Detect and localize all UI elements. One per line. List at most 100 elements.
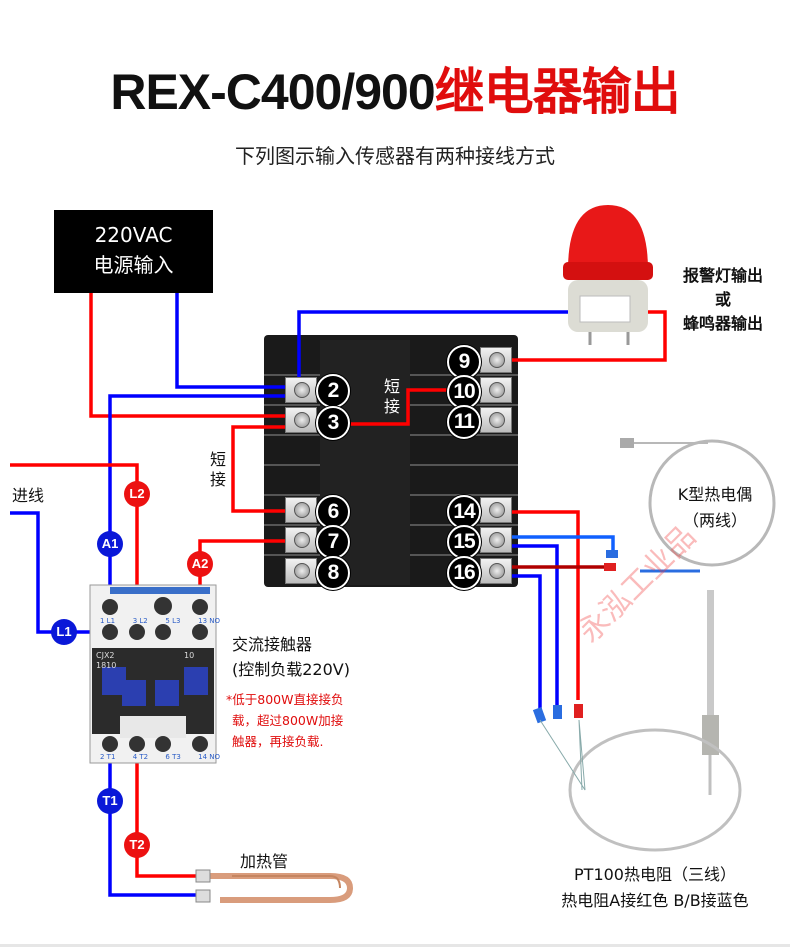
badge-l2: L2 <box>124 481 150 507</box>
wire-power-neutral <box>175 293 298 389</box>
alarm-label: 报警灯输出 或 蜂鸣器输出 <box>668 264 778 336</box>
badge-a1: A1 <box>97 531 123 557</box>
wire-a2 <box>198 539 298 605</box>
pt100-label-line2: 热电阻A接红色 B/B接蓝色 <box>561 891 749 910</box>
terminal-7: 7 <box>316 525 350 559</box>
heater-label: 加热管 <box>240 852 289 871</box>
short-left-char-1: 短 <box>210 450 227 469</box>
power-voltage: 220VAC <box>94 223 173 247</box>
contactor-note: *低于800W直接接负 载，超过800W加接 触器，再接负载. <box>226 689 343 752</box>
terminal-3: 3 <box>316 406 350 440</box>
terminal-11: 11 <box>447 405 481 439</box>
contactor-model-line2: 1810 <box>96 661 117 670</box>
short-left-char-2: 接 <box>210 470 227 489</box>
screw-8 <box>285 558 317 584</box>
screw-9 <box>480 347 512 373</box>
wire-15b <box>498 544 559 705</box>
wire-alarm-blue <box>297 310 568 390</box>
screw-15 <box>480 527 512 553</box>
contactor-label-5: 5 L3 <box>165 617 181 625</box>
terminal-10: 10 <box>447 375 481 409</box>
contactor-note-line3: 触器，再接负载. <box>232 734 324 749</box>
screw-14 <box>480 497 512 523</box>
short-label-left: 短 接 <box>210 450 226 490</box>
page-title: REX-C400/900继电器输出 <box>0 52 790 124</box>
contactor-aux: 10 <box>184 651 195 660</box>
thermocouple-label: K型热电偶 （两线） <box>660 482 770 534</box>
wire-power-live <box>89 293 298 418</box>
terminal-6: 6 <box>316 495 350 529</box>
subtitle: 下列图示输入传感器有两种接线方式 <box>235 144 555 168</box>
wire-14 <box>498 510 580 700</box>
tc-lug-red <box>604 563 616 571</box>
contactor-icon <box>89 584 217 764</box>
screw-7 <box>285 527 317 553</box>
pt100-lug-b1 <box>532 707 547 724</box>
short-top-char-1: 短 <box>384 377 401 396</box>
contactor-label-4: 4 T2 <box>132 753 149 761</box>
title-model: REX-C400/900 <box>110 64 435 120</box>
terminal-14: 14 <box>447 495 481 529</box>
contactor-title-block: 交流接触器 (控制负载220V) <box>232 632 350 682</box>
screw-3 <box>285 407 317 433</box>
contactor-top-labels: 1 L1 3 L2 5 L3 13 NO <box>100 617 220 625</box>
contactor-label-13: 13 NO <box>198 617 220 625</box>
incoming-label: 进线 <box>12 486 45 505</box>
contactor-note-line2: 载，超过800W加接 <box>232 713 344 728</box>
contactor-note-line1: *低于800W直接接负 <box>226 692 344 707</box>
terminal-15: 15 <box>447 525 481 559</box>
screw-16 <box>480 558 512 584</box>
thermocouple-icon <box>620 438 776 573</box>
thermocouple-label-line1: K型热电偶 <box>677 485 753 504</box>
contactor-title: 交流接触器 <box>232 635 313 654</box>
short-label-top: 短 接 <box>384 377 400 417</box>
contactor-label-14: 14 NO <box>198 753 220 761</box>
contactor-model-line1: CJX2 <box>96 651 115 660</box>
screw-6 <box>285 497 317 523</box>
short-top-char-2: 接 <box>384 397 401 416</box>
terminal-9: 9 <box>447 345 481 379</box>
heater-icon <box>210 873 354 903</box>
terminal-16: 16 <box>447 556 481 590</box>
power-input-box: 220VAC 电源输入 <box>54 210 213 293</box>
pt100-probe-icon <box>539 590 742 852</box>
contactor-label-1: 1 L1 <box>100 617 116 625</box>
wire-t2 <box>135 745 200 878</box>
pt100-label: PT100热电阻（三线） 热电阻A接红色 B/B接蓝色 <box>520 862 790 914</box>
screw-11 <box>480 407 512 433</box>
pt100-lug-a <box>574 704 583 718</box>
contactor-bottom-labels: 2 T1 4 T2 6 T3 14 NO <box>100 753 220 761</box>
alarm-label-line2: 或 <box>714 290 731 309</box>
bottom-divider <box>0 944 790 947</box>
pt100-lug-b2 <box>553 705 562 719</box>
heater-terminal-1 <box>195 869 211 883</box>
badge-l1: L1 <box>51 619 77 645</box>
wire-alarm-red <box>498 310 667 362</box>
badge-a2: A2 <box>187 551 213 577</box>
alarm-label-line1: 报警灯输出 <box>682 266 763 285</box>
wire-short-3-6 <box>231 425 298 513</box>
contactor-label-2: 2 T1 <box>100 753 116 761</box>
alarm-lamp-icon <box>563 205 653 345</box>
contactor-subtitle: (控制负载220V) <box>232 660 350 679</box>
wire-15a <box>498 535 615 553</box>
wire-incoming-l2 <box>10 463 139 620</box>
contactor-label-3: 3 L2 <box>132 617 148 625</box>
title-suffix: 继电器输出 <box>434 64 681 120</box>
screw-10 <box>480 377 512 403</box>
wire-t1 <box>108 745 200 897</box>
screw-2 <box>285 377 317 403</box>
contactor-model: CJX2 1810 <box>96 651 116 671</box>
heater-terminal-2 <box>195 889 211 903</box>
thermocouple-label-line2: （两线） <box>682 511 747 530</box>
contactor-label-6: 6 T3 <box>165 753 181 761</box>
tc-lug-blue <box>606 550 618 558</box>
wire-16b <box>498 574 542 710</box>
pt100-label-line1: PT100热电阻（三线） <box>574 865 736 884</box>
alarm-label-line3: 蜂鸣器输出 <box>682 314 763 333</box>
badge-t2: T2 <box>124 832 150 858</box>
badge-t1: T1 <box>97 788 123 814</box>
terminal-8: 8 <box>316 556 350 590</box>
terminal-2: 2 <box>316 374 350 408</box>
power-label: 电源输入 <box>93 253 174 277</box>
